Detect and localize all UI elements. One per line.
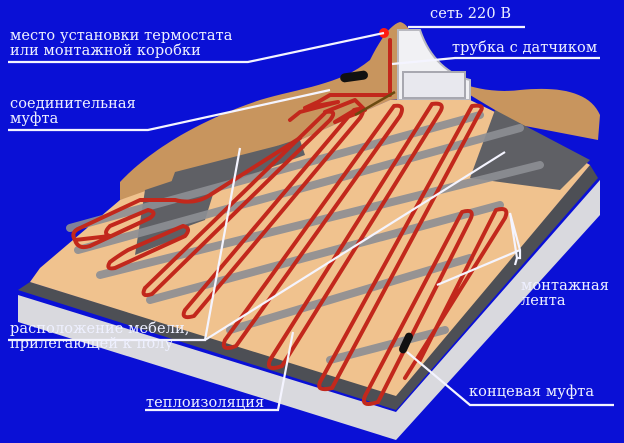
connection-coupling xyxy=(340,70,368,83)
label-sensor-tube: трубка с датчиком xyxy=(452,40,598,56)
label-connection-coupling: соединительная муфта xyxy=(10,96,136,127)
label-furniture-location: расположение мебели, прилегающей к полу xyxy=(10,321,190,352)
insulation-side xyxy=(18,180,600,440)
sensor-tube xyxy=(354,90,396,117)
label-thermostat-location: место установки термостата или монтажной… xyxy=(10,28,233,59)
screed-top xyxy=(30,100,590,396)
label-mains-220v: сеть 220 В xyxy=(430,6,512,22)
leader-lines xyxy=(8,25,614,412)
label-insulation: теплоизоляция xyxy=(146,395,265,411)
heating-cable xyxy=(71,38,509,406)
label-mounting-tape: монтажная лента xyxy=(521,278,610,309)
end-coupling xyxy=(399,332,413,354)
junction-box xyxy=(402,71,466,99)
furniture-zone-left-2 xyxy=(150,140,305,240)
label-end-coupling: концевая муфта xyxy=(469,384,595,400)
